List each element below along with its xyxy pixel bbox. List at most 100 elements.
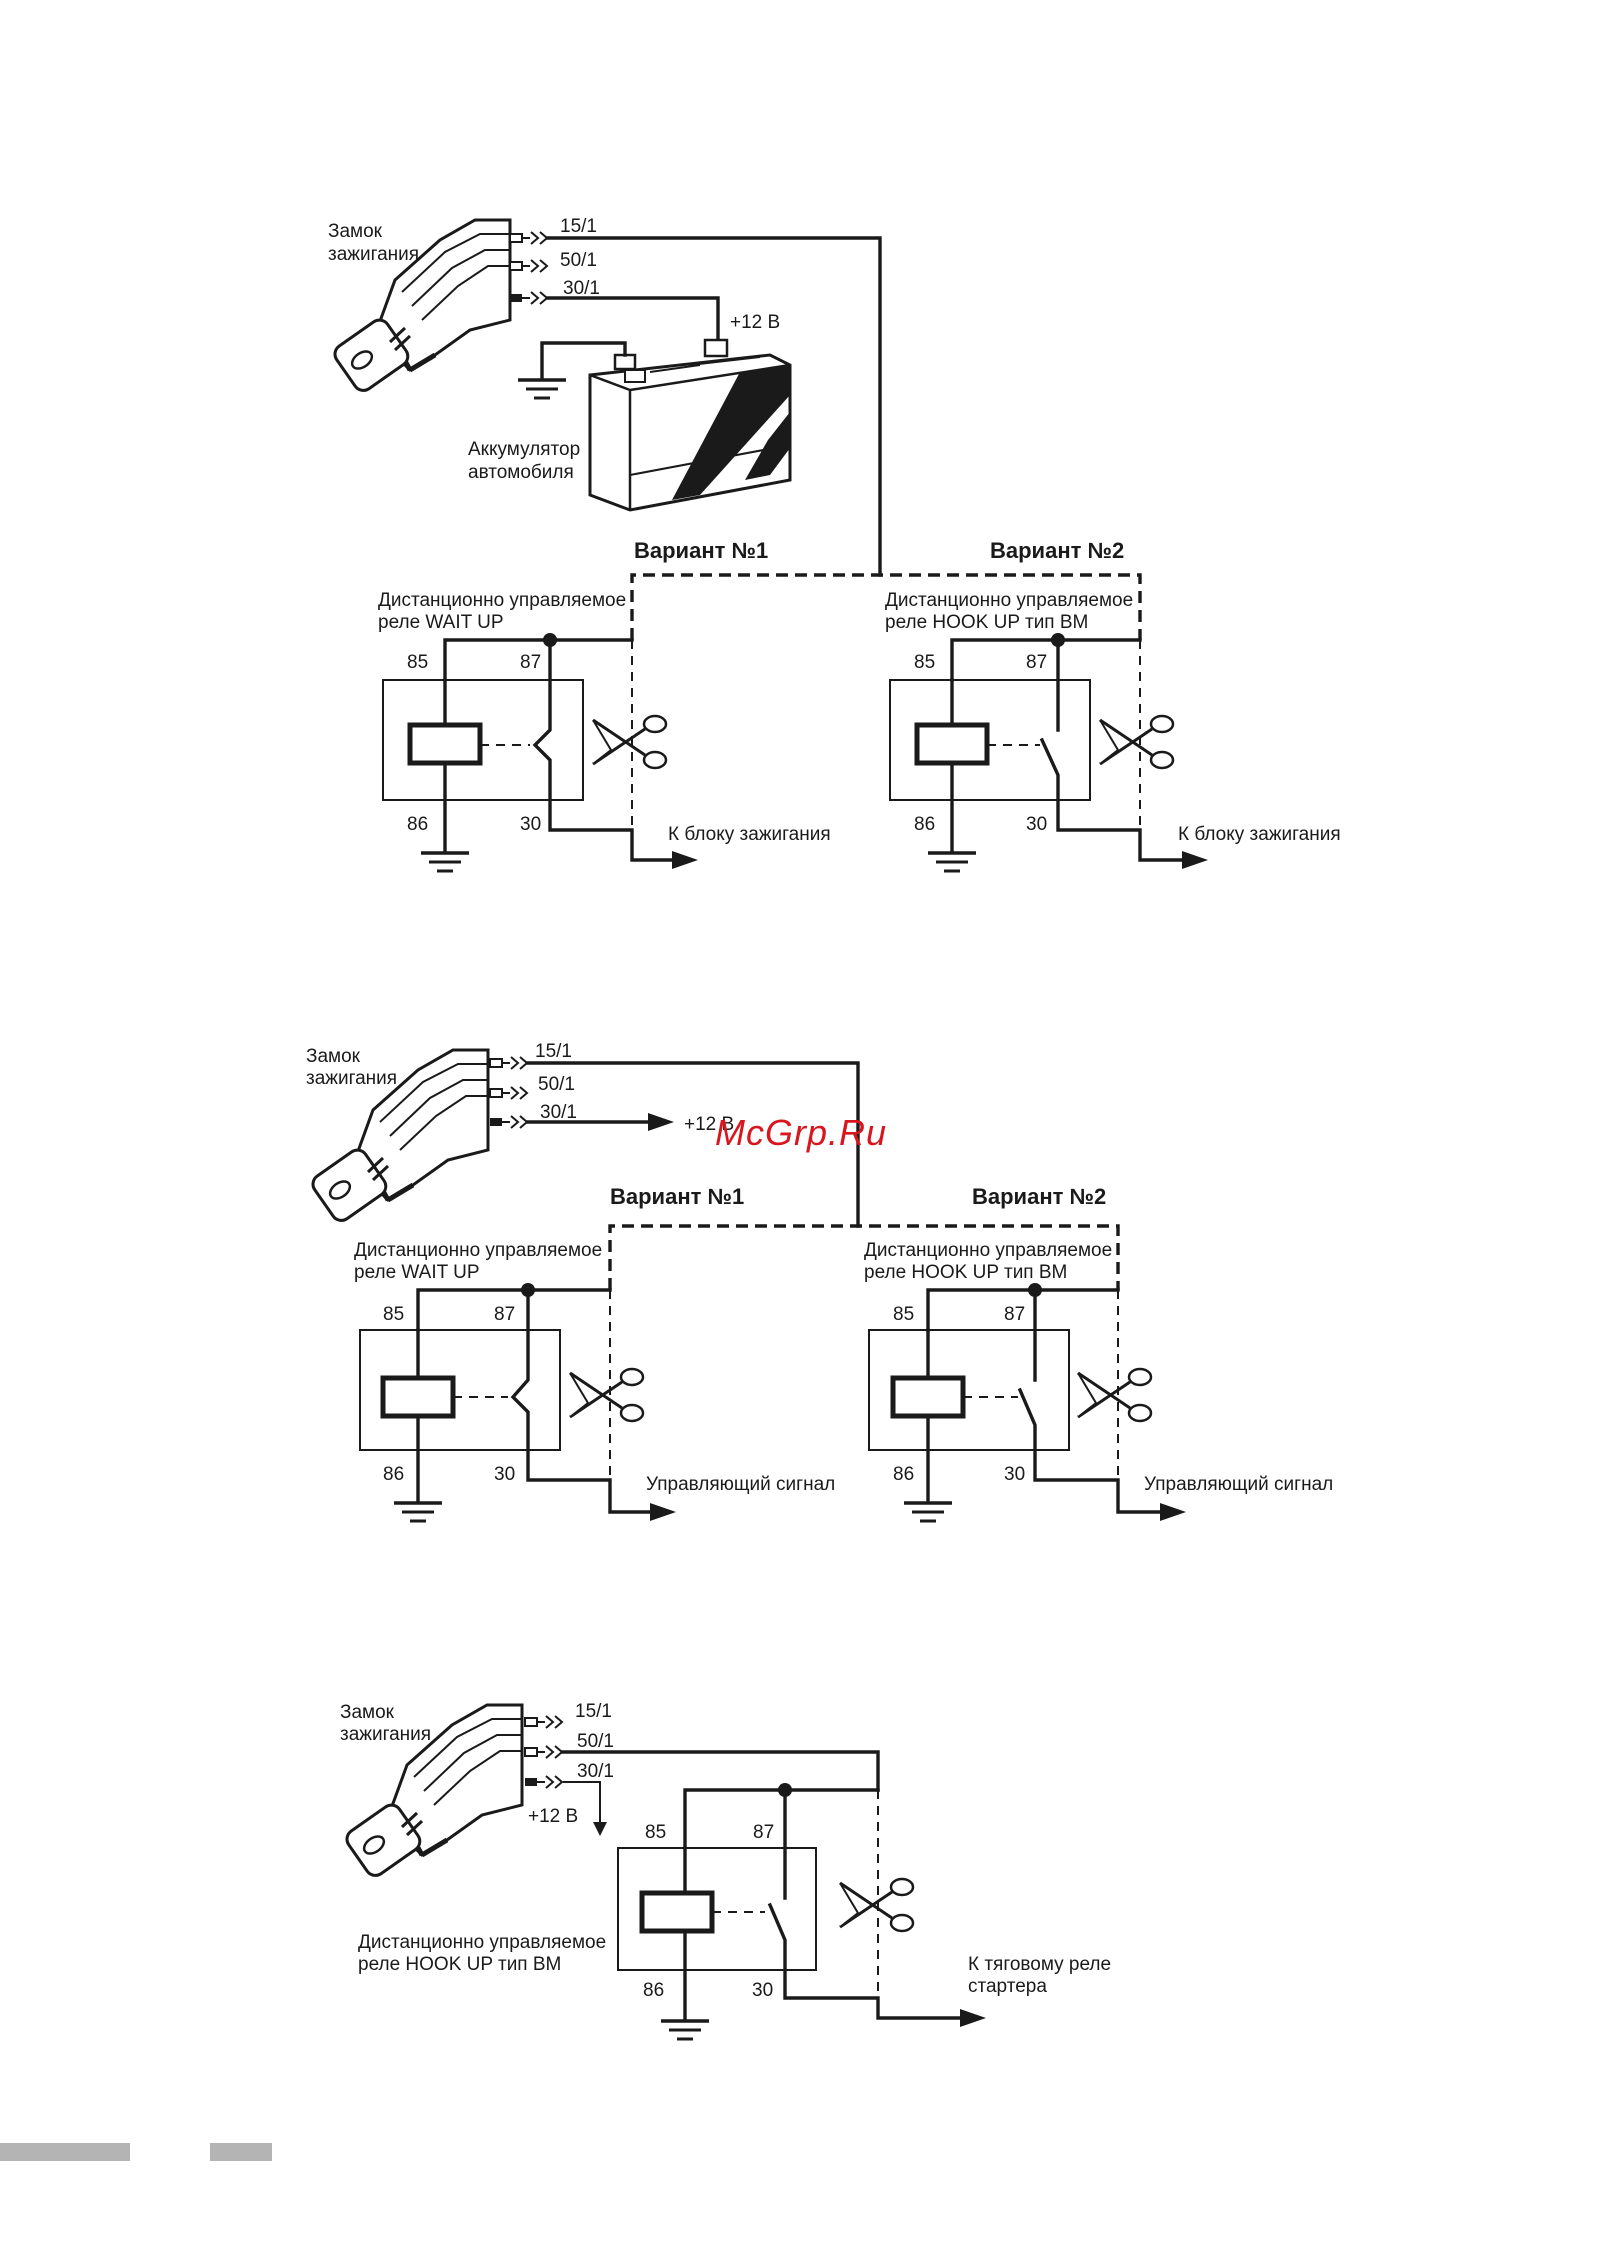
relay-2-label-line2: реле HOOK UP тип BM bbox=[885, 612, 1088, 633]
output-label-line1: К тяговому реле bbox=[968, 1954, 1111, 1975]
wire-15-1 bbox=[546, 236, 882, 577]
terminal-15-1: 15/1 bbox=[535, 1041, 572, 1062]
relay-ground-icon bbox=[659, 2019, 711, 2041]
relay-2-housing bbox=[868, 1329, 1070, 1451]
scissors-icon bbox=[838, 1877, 915, 1933]
relay-1-pin-86: 86 bbox=[383, 1464, 404, 1485]
relay-2-housing bbox=[889, 679, 1091, 801]
variant-1-heading: Вариант №1 bbox=[610, 1184, 744, 1209]
terminal-50-1: 50/1 bbox=[560, 250, 597, 271]
relay-1-pin-30: 30 bbox=[494, 1464, 515, 1485]
wire-50-1 bbox=[561, 1750, 880, 1792]
relay-2-label-line1: Дистанционно управляемое bbox=[885, 590, 1133, 611]
relay-2-pin-30: 30 bbox=[1004, 1464, 1025, 1485]
relay-1-output-label: К блоку зажигания bbox=[668, 824, 831, 845]
relay-2-output-label: Управляющий сигнал bbox=[1144, 1474, 1333, 1495]
relay-pin-86: 86 bbox=[643, 1980, 664, 2001]
relay-1-coil bbox=[380, 1375, 456, 1419]
ignition-label-line2: зажигания bbox=[328, 244, 419, 265]
ignition-terminals bbox=[509, 231, 549, 305]
relay-2-pin-85: 85 bbox=[914, 652, 935, 673]
relay-label-line2: реле HOOK UP тип BM bbox=[358, 1954, 561, 1975]
relay-2-label-line1: Дистанционно управляемое bbox=[864, 1240, 1112, 1261]
terminal-50-1: 50/1 bbox=[577, 1731, 614, 1752]
relay-1-label-line1: Дистанционно управляемое bbox=[354, 1240, 602, 1261]
supply-arrow-icon bbox=[593, 1822, 607, 1836]
relay-coil bbox=[639, 1890, 715, 1934]
relay-1-ground-icon bbox=[392, 1501, 444, 1523]
scissors-icon bbox=[1076, 1367, 1153, 1423]
scissors-icon bbox=[1098, 714, 1175, 770]
scissors-icon bbox=[568, 1367, 645, 1423]
relay-single: 85 87 86 30 bbox=[617, 1783, 986, 2041]
relay-1-label-line1: Дистанционно управляемое bbox=[378, 590, 626, 611]
wire-15-1 bbox=[526, 1061, 860, 1228]
relay-contact-wire bbox=[767, 1788, 970, 2020]
ignition-terminals bbox=[489, 1056, 529, 1129]
terminal-30-1: 30/1 bbox=[563, 278, 600, 299]
ignition-label-line1: Замок bbox=[306, 1046, 361, 1067]
relay-2-pin-30: 30 bbox=[1026, 814, 1047, 835]
ignition-label-line2: зажигания bbox=[340, 1724, 431, 1745]
footer-bar-left bbox=[0, 2143, 130, 2161]
relay-2-pin-86: 86 bbox=[893, 1464, 914, 1485]
wire-30-1 bbox=[563, 1781, 601, 1830]
wire-battery-ground bbox=[540, 341, 627, 380]
ignition-label-line2: зажигания bbox=[306, 1068, 397, 1089]
relay-2-pin-86: 86 bbox=[914, 814, 935, 835]
ignition-label-line1: Замок bbox=[328, 221, 383, 242]
terminal-15-1: 15/1 bbox=[575, 1701, 612, 1722]
output-arrow-icon bbox=[960, 2009, 986, 2027]
relay-2-pin-85: 85 bbox=[893, 1304, 914, 1325]
relay-1-housing bbox=[359, 1329, 561, 1451]
terminal-15-1: 15/1 bbox=[560, 216, 597, 237]
relay-1-pin-85: 85 bbox=[407, 652, 428, 673]
relay-2-contact-wire bbox=[1017, 1288, 1170, 1514]
variant-2-heading: Вариант №2 bbox=[972, 1184, 1106, 1209]
footer-bar-right bbox=[210, 2143, 272, 2161]
ignition-terminals bbox=[524, 1715, 564, 1789]
relay-pin-85: 85 bbox=[645, 1822, 666, 1843]
relay-2-ground-icon bbox=[902, 1501, 954, 1523]
relay-1-ground-icon bbox=[419, 851, 471, 873]
output-arrow-icon bbox=[672, 851, 698, 869]
diagram-1: Замок зажигания 15/1 50/1 30/1 +12 В bbox=[328, 216, 1341, 873]
output-arrow-icon bbox=[1160, 1503, 1186, 1521]
relay-1-output-label: Управляющий сигнал bbox=[646, 1474, 835, 1495]
relay-2-pin-87: 87 bbox=[1026, 652, 1047, 673]
diagram-3: Замок зажигания 15/1 50/1 30/1 +12 В bbox=[340, 1701, 1111, 2041]
relay-2-pin-87: 87 bbox=[1004, 1304, 1025, 1325]
relay-1-pin-86: 86 bbox=[407, 814, 428, 835]
output-label-line2: стартера bbox=[968, 1976, 1047, 1997]
wire-30-1 bbox=[546, 296, 720, 342]
relay-2-coil bbox=[890, 1375, 966, 1419]
relay-1-label-line2: реле WAIT UP bbox=[378, 612, 504, 633]
relay-2-ground-icon bbox=[926, 851, 978, 873]
variant-2-heading: Вариант №2 bbox=[990, 538, 1124, 563]
supply-arrow-icon bbox=[648, 1113, 674, 1131]
relay-2-label-line2: реле HOOK UP тип BM bbox=[864, 1262, 1067, 1283]
battery-label-line2: автомобиля bbox=[468, 462, 574, 483]
relay-1-housing bbox=[382, 679, 584, 801]
relay-1-coil bbox=[407, 722, 483, 766]
supply-label: +12 В bbox=[730, 312, 780, 333]
relay-2-contact-wire bbox=[1039, 638, 1192, 862]
relay-pin-87: 87 bbox=[753, 1822, 774, 1843]
ignition-label-line1: Замок bbox=[340, 1702, 395, 1723]
relay-variant-2: Дистанционно управляемое реле HOOK UP ти… bbox=[885, 590, 1341, 873]
terminal-30-1: 30/1 bbox=[540, 1102, 577, 1123]
output-arrow-icon bbox=[1182, 851, 1208, 869]
relay-1-pin-30: 30 bbox=[520, 814, 541, 835]
relay-2-coil bbox=[914, 722, 990, 766]
scissors-icon bbox=[591, 714, 668, 770]
relay-1-pin-87: 87 bbox=[494, 1304, 515, 1325]
variant-1-heading: Вариант №1 bbox=[634, 538, 768, 563]
relay-variant-1: Дистанционно управляемое реле WAIT UP 85… bbox=[378, 590, 831, 873]
output-arrow-icon bbox=[650, 1503, 676, 1521]
battery-label-line1: Аккумулятор bbox=[468, 439, 580, 460]
supply-label: +12 В bbox=[528, 1806, 578, 1827]
relay-1-pin-85: 85 bbox=[383, 1304, 404, 1325]
relay-housing bbox=[617, 1847, 817, 1971]
relay-variant-1: Дистанционно управляемое реле WAIT UP 85… bbox=[354, 1240, 835, 1523]
terminal-30-1: 30/1 bbox=[577, 1761, 614, 1782]
